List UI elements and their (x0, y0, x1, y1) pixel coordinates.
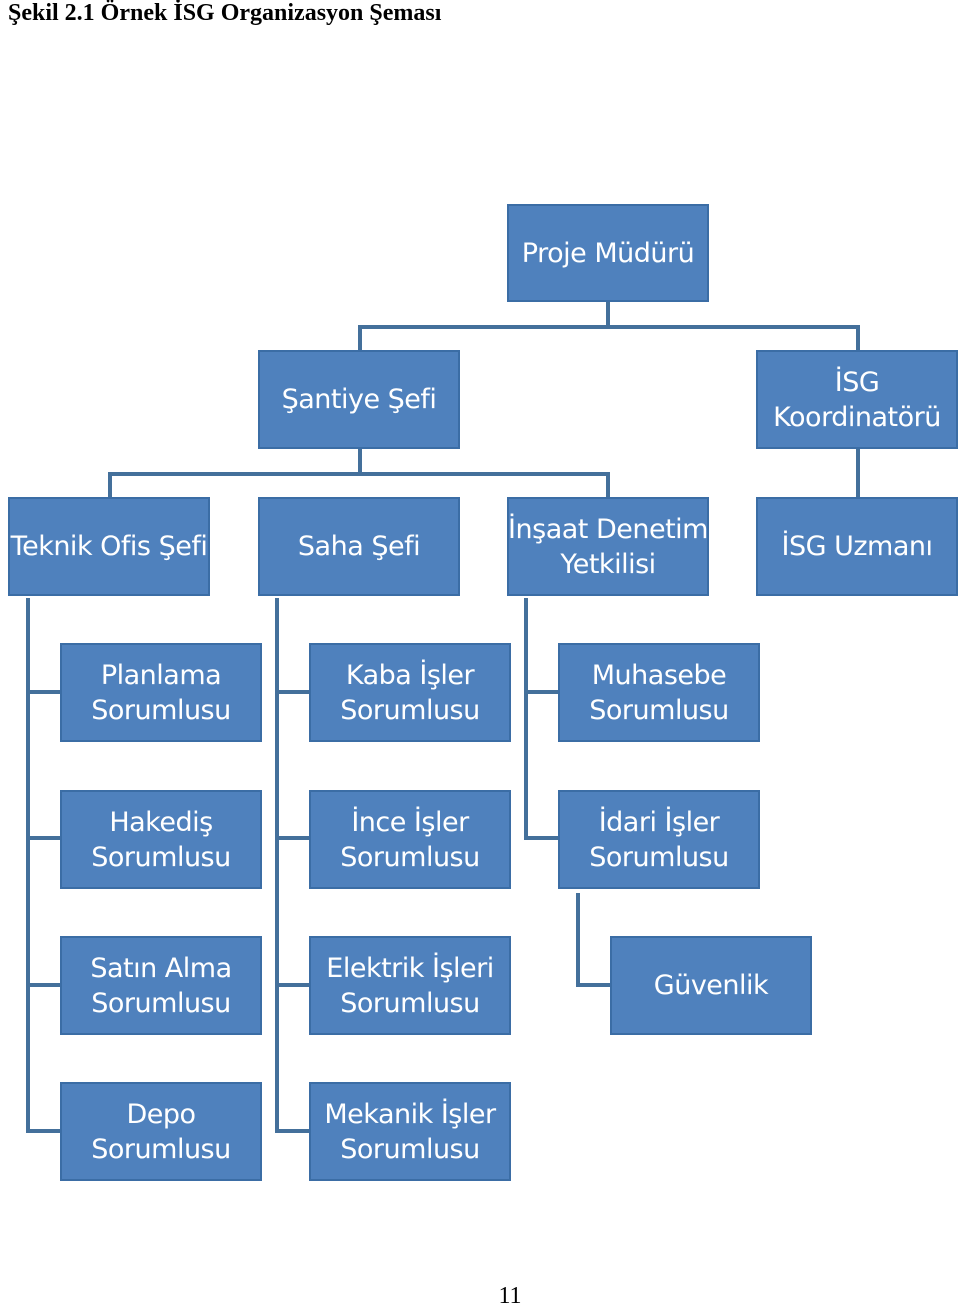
node-label-line1: Depo (126, 1098, 196, 1130)
node-label-line2: Yetkilisi (560, 548, 656, 580)
node-teknik-ofis-sefi: Teknik Ofis Şefi (8, 497, 210, 596)
node-ince-isler-sorumlusu: İnce İşler Sorumlusu (309, 790, 511, 889)
node-isg-koordinatoru: İSG Koordinatörü (756, 350, 958, 449)
node-label-line1: İSG (834, 366, 880, 398)
figure-caption: Şekil 2.1 Örnek İSG Organizasyon Şeması (8, 0, 442, 26)
node-label-line1: Hakediş (109, 806, 213, 838)
node-label: Proje Müdürü (521, 237, 695, 269)
node-santiye-sefi: Şantiye Şefi (258, 350, 460, 449)
node-label-line1: Muhasebe (591, 659, 727, 691)
node-depo-sorumlusu: Depo Sorumlusu (60, 1082, 262, 1181)
node-label-line1: İnce İşler (351, 806, 469, 838)
node-label-line1: Planlama (100, 659, 222, 691)
node-label-line2: Koordinatörü (773, 401, 941, 433)
node-hakedis-sorumlusu: Hakediş Sorumlusu (60, 790, 262, 889)
node-mekanik-isler-sorumlusu: Mekanik İşler Sorumlusu (309, 1082, 511, 1181)
connector-santiye-to-level3 (108, 449, 610, 497)
node-elektrik-isleri-sorumlusu: Elektrik İşleri Sorumlusu (309, 936, 511, 1035)
node-muhasebe-sorumlusu: Muhasebe Sorumlusu (558, 643, 760, 742)
node-idari-isler-sorumlusu: İdari İşler Sorumlusu (558, 790, 760, 889)
connector-idari-to-guvenlik (576, 893, 610, 987)
node-label-line1: İnşaat Denetim (508, 513, 708, 545)
connector-denetim-branch (524, 598, 558, 840)
node-label-line2: Sorumlusu (91, 987, 231, 1019)
node-label: Şantiye Şefi (281, 384, 437, 415)
node-label: Güvenlik (653, 970, 769, 1001)
node-label-line1: İdari İşler (598, 806, 720, 838)
node-label-line1: Mekanik İşler (324, 1098, 496, 1130)
node-label: Saha Şefi (297, 531, 421, 562)
node-insaat-denetim-yetkilisi: İnşaat Denetim Yetkilisi (507, 497, 709, 596)
node-label: Teknik Ofis Şefi (10, 531, 208, 562)
node-label-line2: Sorumlusu (589, 694, 729, 726)
node-satin-alma-sorumlusu: Satın Alma Sorumlusu (60, 936, 262, 1035)
node-label-line1: Elektrik İşleri (326, 952, 494, 984)
connector-proje-to-level2 (358, 302, 860, 350)
node-label-line2: Sorumlusu (91, 694, 231, 726)
node-saha-sefi: Saha Şefi (258, 497, 460, 596)
page-number: 11 (498, 1283, 522, 1309)
node-label-line2: Sorumlusu (91, 1133, 231, 1165)
node-label-line2: Sorumlusu (589, 841, 729, 873)
node-isg-uzmani: İSG Uzmanı (756, 497, 958, 596)
node-label-line2: Sorumlusu (340, 694, 480, 726)
node-label-line1: Kaba İşler (345, 659, 475, 691)
node-kaba-isler-sorumlusu: Kaba İşler Sorumlusu (309, 643, 511, 742)
node-label-line2: Sorumlusu (340, 1133, 480, 1165)
connector-saha-branch (275, 598, 309, 1133)
node-label-line2: Sorumlusu (340, 987, 480, 1019)
node-guvenlik: Güvenlik (610, 936, 812, 1035)
node-label-line2: Sorumlusu (340, 841, 480, 873)
node-planlama-sorumlusu: Planlama Sorumlusu (60, 643, 262, 742)
connector-teknik-ofis-branch (26, 598, 60, 1133)
node-label-line2: Sorumlusu (91, 841, 231, 873)
node-label: İSG Uzmanı (781, 531, 933, 562)
node-label-line1: Satın Alma (90, 952, 232, 984)
node-proje-muduru: Proje Müdürü (507, 204, 709, 302)
